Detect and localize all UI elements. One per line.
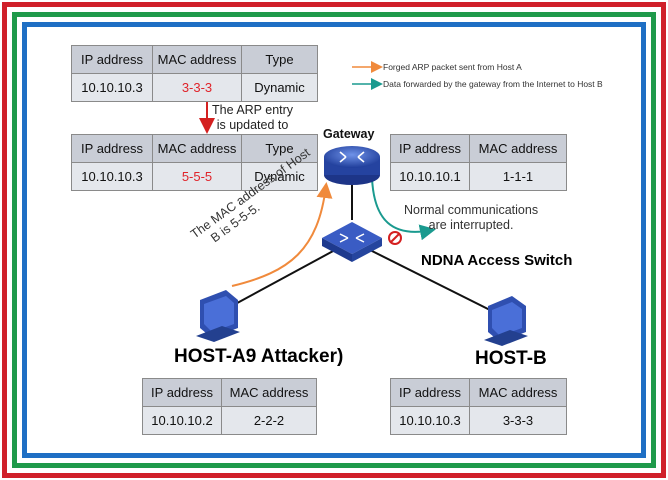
header-ip: IP address bbox=[390, 378, 470, 407]
header-mac: MAC address bbox=[221, 378, 317, 407]
inner-frame bbox=[22, 22, 646, 458]
header-mac: MAC address bbox=[152, 134, 242, 163]
host-b-label: HOST-B bbox=[475, 348, 547, 369]
header-mac: MAC address bbox=[469, 134, 567, 163]
host-a-computer-icon bbox=[196, 290, 240, 342]
blocked-icon bbox=[388, 231, 402, 245]
cell-type: Dynamic bbox=[241, 73, 318, 102]
cell-ip: 10.10.10.3 bbox=[71, 162, 153, 191]
switch-label: NDNA Access Switch bbox=[421, 252, 573, 269]
cell-ip: 10.10.10.1 bbox=[390, 162, 470, 191]
interrupted-line2: are interrupted. bbox=[428, 218, 514, 232]
legend-forged-label: Forged ARP packet sent from Host A bbox=[383, 62, 522, 72]
header-mac: MAC address bbox=[469, 378, 567, 407]
header-ip: IP address bbox=[71, 45, 153, 74]
cell-ip: 10.10.10.2 bbox=[142, 406, 222, 435]
cell-mac: 5-5-5 bbox=[152, 162, 242, 191]
forwarded-data-arrow bbox=[371, 177, 436, 241]
forged-arp-arrow bbox=[231, 182, 333, 287]
host-b-computer-icon bbox=[484, 296, 528, 346]
host-a-table: IP address MAC address 10.10.10.2 2-2-2 bbox=[142, 378, 317, 435]
header-mac: MAC address bbox=[152, 45, 242, 74]
arp-update-note: The ARP entry is updated to bbox=[212, 103, 293, 133]
gateway-label: Gateway bbox=[323, 127, 375, 141]
host-a-label: HOST-A9 Attacker) bbox=[174, 346, 344, 367]
middle-frame bbox=[12, 12, 656, 468]
access-switch-icon bbox=[322, 222, 382, 262]
cell-mac: 1-1-1 bbox=[469, 162, 567, 191]
host-b-table: IP address MAC address 10.10.10.3 3-3-3 bbox=[390, 378, 567, 435]
cell-mac: 3-3-3 bbox=[152, 73, 242, 102]
interrupted-line1: Normal communications bbox=[404, 203, 539, 217]
link-switch-host-b bbox=[369, 249, 501, 316]
cell-ip: 10.10.10.3 bbox=[390, 406, 470, 435]
arp-update-line1: The ARP entry bbox=[212, 103, 294, 117]
gateway-table: IP address MAC address 10.10.10.1 1-1-1 bbox=[390, 134, 567, 191]
arp-table-before: IP address MAC address Type 10.10.10.3 3… bbox=[71, 45, 318, 102]
header-ip: IP address bbox=[390, 134, 470, 163]
interrupted-note: Normal communications are interrupted. bbox=[404, 203, 538, 233]
cell-ip: 10.10.10.3 bbox=[71, 73, 153, 102]
cell-type: Dynamic bbox=[241, 162, 318, 191]
cell-mac: 2-2-2 bbox=[221, 406, 317, 435]
header-type: Type bbox=[241, 45, 318, 74]
arp-table-after: IP address MAC address Type 10.10.10.3 5… bbox=[71, 134, 318, 191]
legend-forwarded-label: Data forwarded by the gateway from the I… bbox=[383, 79, 603, 89]
cell-mac: 3-3-3 bbox=[469, 406, 567, 435]
header-ip: IP address bbox=[142, 378, 222, 407]
gateway-router-icon bbox=[324, 146, 380, 185]
header-ip: IP address bbox=[71, 134, 153, 163]
arp-update-line2: is updated to bbox=[216, 118, 289, 132]
link-switch-host-a bbox=[227, 249, 336, 309]
